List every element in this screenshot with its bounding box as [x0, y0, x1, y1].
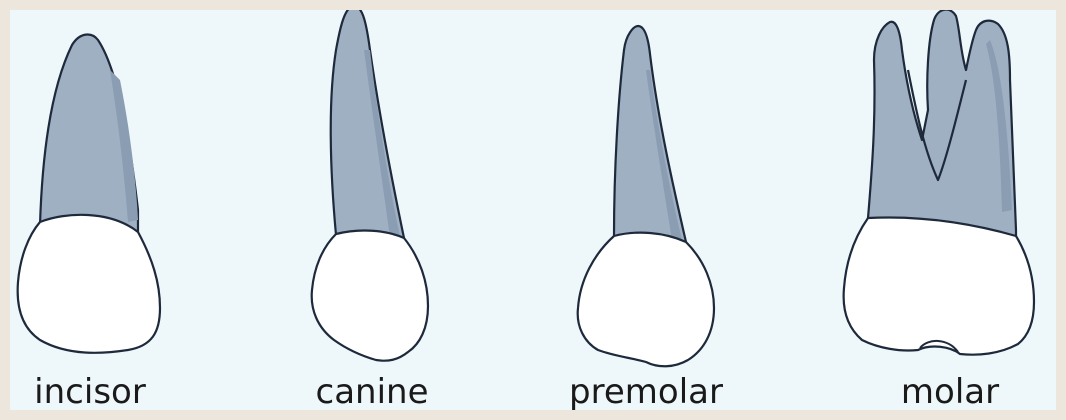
tooth-diagram: incisor canine premolar molar	[10, 10, 1056, 410]
premolar-crown	[578, 233, 714, 367]
premolar-root	[614, 26, 686, 242]
tooth-illustrations	[10, 10, 1056, 410]
molar-label: molar	[901, 375, 999, 409]
canine-crown	[312, 231, 428, 361]
incisor-label: incisor	[34, 375, 146, 409]
molar-root	[868, 10, 1016, 236]
incisor-tooth	[18, 35, 160, 353]
molar-tooth	[844, 10, 1034, 355]
premolar-label: premolar	[569, 375, 723, 409]
canine-tooth	[312, 10, 428, 361]
premolar-tooth	[578, 26, 714, 366]
molar-crown	[844, 218, 1034, 355]
canine-label: canine	[316, 375, 429, 409]
incisor-crown	[18, 215, 160, 353]
